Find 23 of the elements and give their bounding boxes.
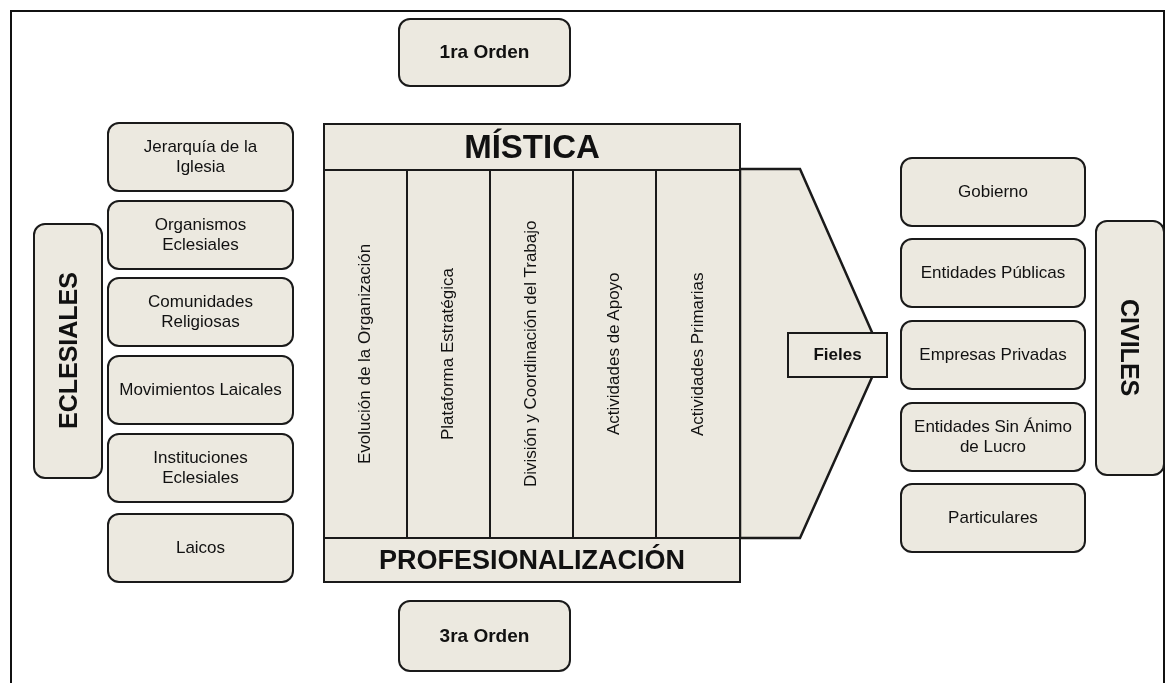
column-box: División y Coordinación del Trabajo <box>489 169 574 539</box>
category-box: Organismos Eclesiales <box>107 200 294 270</box>
category-box: Empresas Privadas <box>900 320 1086 390</box>
category-box: Gobierno <box>900 157 1086 227</box>
group-label-box: CIVILES <box>1095 220 1165 476</box>
order-box: 1ra Orden <box>398 18 571 87</box>
column-box: Plataforma Estratégica <box>406 169 491 539</box>
category-box: Laicos <box>107 513 294 583</box>
group-label-box: ECLESIALES <box>33 223 103 479</box>
category-box: Particulares <box>900 483 1086 553</box>
category-box: Comunidades Religiosas <box>107 277 294 347</box>
category-box: Jerarquía de la Iglesia <box>107 122 294 192</box>
column-box: Evolución de la Organización <box>323 169 408 539</box>
footer-band: PROFESIONALIZACIÓN <box>323 537 741 583</box>
header-band: MÍSTICA <box>323 123 741 171</box>
label-box: Fieles <box>787 332 888 378</box>
category-box: Instituciones Eclesiales <box>107 433 294 503</box>
column-box: Actividades de Apoyo <box>572 169 657 539</box>
order-box: 3ra Orden <box>398 600 571 672</box>
category-box: Movimientos Laicales <box>107 355 294 425</box>
column-box: Actividades Primarias <box>655 169 741 539</box>
category-box: Entidades Públicas <box>900 238 1086 308</box>
category-box: Entidades Sin Ánimo de Lucro <box>900 402 1086 472</box>
